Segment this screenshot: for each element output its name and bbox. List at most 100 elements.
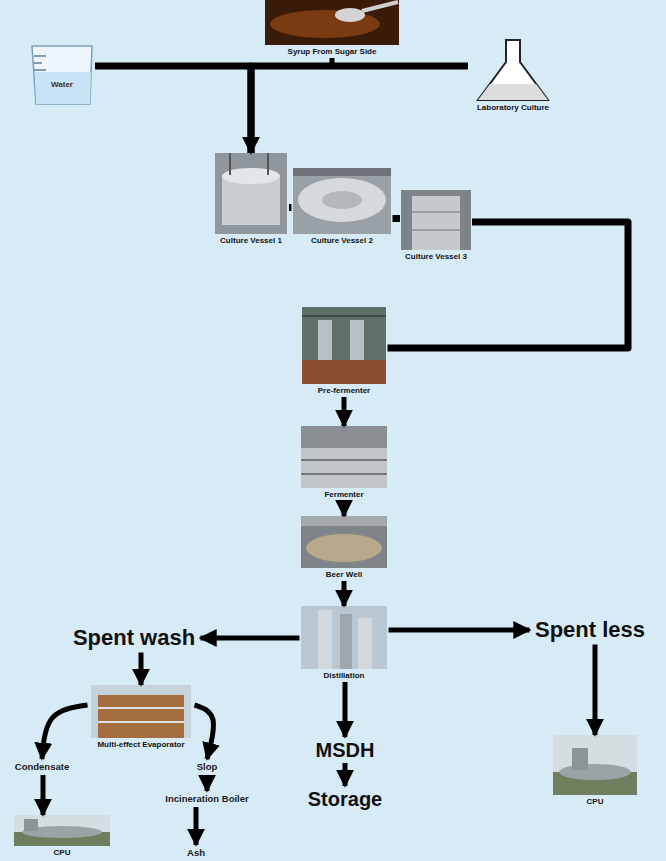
- syrup-photo-part: [335, 8, 365, 22]
- node-text: Incineration Boiler: [165, 793, 248, 805]
- beaker-drawing-part: [32, 46, 92, 104]
- flow-arrow: [342, 397, 347, 426]
- flow-arrow: [42, 705, 88, 759]
- tank-photo-part: [14, 815, 110, 846]
- node-text: Spent less: [535, 618, 645, 642]
- photo-node: Culture Vessel 3: [400, 190, 472, 263]
- plant-photo-part: [301, 426, 387, 488]
- plant-photo-part: [98, 707, 184, 709]
- beaker-drawing-part: [34, 69, 46, 71]
- plant-photo-part: [306, 534, 382, 562]
- flow-arrow: [201, 636, 300, 641]
- tank-photo: [553, 735, 637, 795]
- flask-node: Laboratory Culture: [468, 38, 558, 114]
- photo-node: Beer Well: [300, 516, 389, 581]
- vessel-photo: [215, 153, 287, 234]
- stream-label: Slop: [192, 759, 223, 775]
- node-text: Culture Vessel 1: [220, 236, 282, 247]
- node-text: Culture Vessel 2: [311, 236, 373, 247]
- plant-photo: [301, 426, 387, 488]
- product-label: MSDH: [311, 737, 380, 763]
- tank-photo-part: [24, 819, 38, 831]
- plant-photo-part: [301, 473, 387, 475]
- photo-node: CPU: [12, 815, 113, 859]
- vessel-photo: [293, 168, 391, 234]
- node-text: Multi-effect Evaporator: [97, 740, 184, 751]
- vessel-photo-part: [401, 190, 471, 250]
- photo-node: Distillation: [300, 606, 389, 682]
- stream-label: Condensate: [10, 759, 75, 775]
- flask-drawing: [478, 40, 548, 100]
- node-text: CPU: [54, 848, 71, 859]
- flow-arrow: [139, 653, 144, 686]
- plant-photo-part: [301, 459, 387, 461]
- plant-photo-part: [340, 614, 352, 669]
- plant-photo-part: [98, 695, 184, 738]
- photo-node: Multi-effect Evaporator: [88, 685, 195, 751]
- beaker-drawing-part: [34, 62, 42, 64]
- photo-node: Pre-fermenter: [301, 307, 388, 397]
- stream-label: Spent wash: [68, 624, 201, 653]
- flow-arrow: [194, 807, 199, 845]
- vessel-photo-part: [293, 168, 391, 234]
- photo-node: Syrup From Sugar Side: [262, 0, 403, 58]
- photo-node: CPU: [550, 735, 640, 808]
- node-text: Culture Vessel 3: [405, 252, 467, 263]
- vessel-photo-part: [412, 229, 460, 231]
- flow-arrow: [251, 58, 332, 153]
- node-text: Slop: [197, 761, 218, 773]
- flow-arrow: [593, 645, 598, 736]
- pipe: [393, 215, 401, 222]
- node-text: Spent wash: [73, 626, 195, 650]
- beaker-drawing-part: [34, 55, 46, 57]
- plant-photo-part: [301, 448, 387, 488]
- stream-label: Spent less: [530, 616, 651, 645]
- plant-photo-part: [301, 516, 387, 526]
- beaker-node: Water: [29, 44, 95, 106]
- vessel-photo-part: [267, 153, 269, 175]
- node-text: Ash: [187, 847, 205, 859]
- vessel-photo-part: [215, 153, 287, 234]
- plant-photo-part: [318, 320, 332, 360]
- plant-photo-part: [301, 516, 387, 568]
- node-text: Distillation: [324, 671, 365, 682]
- plant-photo-part: [91, 685, 191, 738]
- tank-photo-part: [572, 748, 588, 770]
- vessel-photo: [401, 190, 471, 250]
- plant-photo-part: [98, 721, 184, 723]
- node-text: Beer Well: [326, 570, 362, 581]
- vessel-photo-part: [298, 178, 386, 222]
- product-label: Storage: [303, 786, 388, 812]
- tank-photo-part: [553, 735, 637, 795]
- node-text: Water: [51, 80, 73, 90]
- node-text: Fermenter: [324, 490, 363, 501]
- flask-drawing-part: [478, 40, 548, 100]
- syrup-photo-part: [265, 0, 399, 45]
- beaker-drawing: [32, 46, 92, 104]
- node-text: CPU: [587, 797, 604, 808]
- plant-photo-part: [302, 307, 386, 384]
- plant-photo: [301, 606, 387, 669]
- beaker-drawing-part: [35, 72, 91, 104]
- pipe: [95, 66, 251, 153]
- flow-arrow: [342, 581, 347, 606]
- flask-drawing-part: [478, 84, 548, 100]
- plant-photo-part: [318, 610, 332, 669]
- residue-label: Ash: [182, 845, 210, 861]
- vessel-photo-part: [412, 211, 460, 213]
- plant-photo-part: [301, 606, 387, 669]
- plant-photo-part: [302, 360, 386, 384]
- node-text: Syrup From Sugar Side: [288, 47, 377, 58]
- flow-arrow: [342, 501, 347, 516]
- plant-photo: [302, 307, 386, 384]
- vessel-photo-part: [322, 191, 362, 209]
- flow-arrow: [343, 682, 348, 737]
- plant-photo-part: [350, 320, 364, 360]
- pipe: [289, 204, 292, 211]
- pipe: [388, 222, 629, 348]
- flow-arrow: [41, 775, 46, 815]
